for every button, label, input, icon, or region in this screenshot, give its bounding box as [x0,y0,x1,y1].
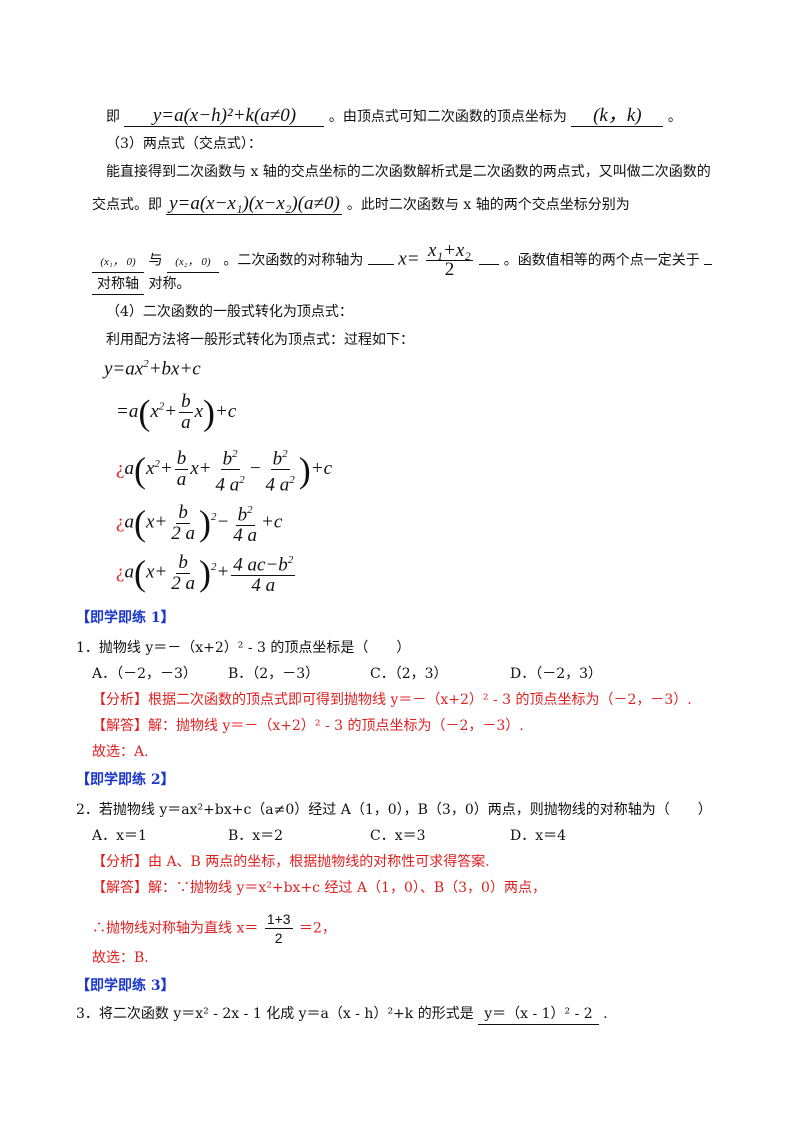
vertex-line: 即 y=a(x−h)²+k(a≠0) 。由顶点式可知二次函数的顶点坐标为 (k，… [106,106,682,127]
two-point-pt2: (x₂， 0) [166,252,219,273]
general-heading: （4）二次函数的一般式转化为顶点式： [106,304,353,320]
exercise-2-frac-den: 2 [274,930,283,946]
axis-blank-right [479,263,500,265]
exercise-1-choice: 故选：A. [92,744,149,760]
exercise-1-answer: 【解答】解：抛物线 y＝－（x+2）² - 3 的顶点坐标为（－2，－3）. [92,718,524,734]
two-point-line4-blank: 对称轴 [92,274,144,295]
axis-blank-left [367,263,394,265]
two-point-axis-end: 。函数值相等的两个点一定关于 [503,252,700,269]
two-point-line3: (x₁， 0) 与 (x₂， 0) 。二次函数的对称轴为 x= x₁+x₂ 2 … [92,240,713,280]
two-point-line2-suffix: 。此时二次函数与 x 轴的两个交点坐标分别为 [346,197,630,213]
exercise-1-option-d: D．（－2，3） [510,666,603,682]
exercise-3-title: 【即学即练 3】 [76,978,175,994]
vertex-end: 。 [667,109,682,125]
two-point-line4-end: 对称。 [148,276,191,292]
axis-trailing-blank [704,263,713,265]
general-intro: 利用配方法将一般形式转化为顶点式：过程如下： [106,332,414,348]
exercise-2-option-c: C．x＝3 [370,828,426,844]
vertex-middle: 。由顶点式可知二次函数的顶点坐标为 [328,109,567,125]
exercise-2-option-d: D．x＝4 [510,828,567,844]
exercise-2-analysis: 【分析】由 A、B 两点的坐标，根据抛物线的对称性可求得答案. [92,854,490,870]
exercise-2-frac-num: 1+3 [264,911,293,929]
two-point-line1: 能直接得到二次函数与 x 轴的交点坐标的二次函数解析式是二次函数的两点式，又叫做… [106,164,711,180]
two-point-line2-prefix: 交点式。即 [92,197,162,213]
exercise-1-option-a: A．（－2，－3） [92,666,197,682]
exercise-2-title: 【即学即练 2】 [76,772,175,788]
exercise-1-title: 【即学即练 1】 [76,610,175,626]
vertex-coord: (k，k) [571,106,664,127]
two-point-axis-text: 。二次函数的对称轴为 [223,252,364,269]
vertex-formula: y=a(x−h)²+k(a≠0) [124,106,325,127]
two-point-heading: （3）两点式（交点式）： [106,136,262,152]
vertex-prefix: 即 [106,109,120,125]
two-point-formula: y=a(x−x₁)(x−x₂)(a≠0) [166,194,343,215]
axis-denominator: 2 [444,259,455,280]
exercise-3-line: 3．将二次函数 y＝x² - 2x - 1 化成 y＝a（x - h）²+k 的… [76,1004,608,1025]
two-point-and: 与 [148,252,163,269]
exercise-2-question: 2．若抛物线 y＝ax²+bx+c（a≠0）经过 A（1，0），B（3，0）两点… [76,802,712,818]
exercise-1-option-b: B．（2，－3） [228,666,320,682]
exercise-1-analysis: 【分析】根据二次函数的顶点式即可得到抛物线 y＝－（x+2）² - 3 的顶点坐… [92,692,692,708]
exercise-1-question: 1．抛物线 y＝－（x+2）² - 3 的顶点坐标是（ ） [76,640,411,656]
exercise-2-therefore-prefix: ∴抛物线对称轴为直线 x＝ [92,920,259,937]
axis-lhs: x= [398,248,420,270]
two-point-line2: 交点式。即 y=a(x−x₁)(x−x₂)(a≠0) 。此时二次函数与 x 轴的… [92,194,630,215]
axis-numerator: x₁+x₂ [425,240,473,261]
exercise-2-choice: 故选：B. [92,950,149,966]
exercise-2-fraction: 1+3 2 [264,910,293,947]
exercise-2-therefore-suffix: ＝2， [299,920,336,937]
two-point-line4: 对称轴 对称。 [92,274,190,295]
exercise-2-option-a: A．x＝1 [92,828,147,844]
two-point-pt1: (x₁， 0) [92,252,144,273]
exercise-3-blank: y＝（x - 1）² - 2 [478,1004,599,1025]
exercise-3-question: 3．将二次函数 y＝x² - 2x - 1 化成 y＝a（x - h）²+k 的… [76,1006,474,1022]
derivation-step-1: y=ax2+bx+c [104,358,201,380]
exercise-2-option-b: B．x＝2 [228,828,284,844]
exercise-3-end: . [603,1006,608,1022]
exercise-1-option-c: C．（2，3） [370,666,448,682]
exercise-2-answer: 【解答】解：∵抛物线 y＝x²+bx+c 经过 A（1，0）、B（3，0）两点， [92,880,546,896]
axis-fraction: x₁+x₂ 2 [425,240,473,280]
exercise-2-therefore: ∴抛物线对称轴为直线 x＝ 1+3 2 ＝2， [92,910,336,947]
